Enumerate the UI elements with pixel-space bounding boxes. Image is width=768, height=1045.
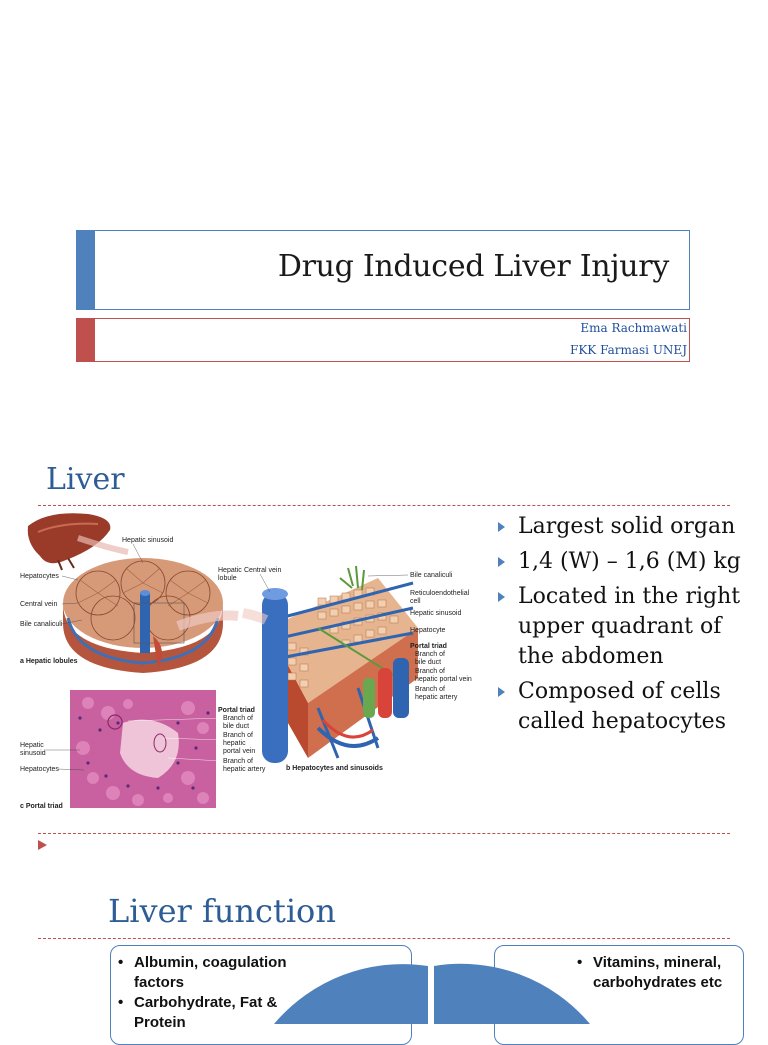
label-portal-triad-b: Portal triad [410, 643, 447, 650]
label-bile-canaliculi-a: Bile canaliculi [20, 621, 63, 628]
slide-title: Drug Induced Liver Injury [277, 249, 669, 284]
label-branch-portal-b-2: hepatic portal vein [415, 676, 472, 683]
bullet-text: Composed of cells called hepatocytes [518, 679, 726, 734]
label-central-vein-a: Central vein [20, 601, 57, 608]
author-affiliation: FKK Farmasi UNEJ [570, 343, 687, 357]
divider-bottom [38, 833, 730, 834]
label-central-vein-b: Central vein [244, 567, 281, 574]
author-name: Ema Rachmawati [580, 321, 687, 335]
liver-heading: Liver [46, 462, 125, 497]
label-c-branch-bile-2: bile duct [223, 723, 249, 730]
label-c-hepatic-1: Hepatic [20, 742, 44, 749]
triangle-bullet-icon [498, 687, 505, 697]
label-branch-bile-b-1: Branch of [415, 651, 445, 658]
liver-facts-list: Largest solid organ 1,4 (W) – 1,6 (M) kg… [496, 512, 758, 742]
function-text: Albumin, coagulation factors [134, 954, 287, 991]
label-c-branch-bile-1: Branch of [223, 715, 253, 722]
label-hepatocyte-b: Hepatocyte [410, 627, 446, 634]
label-hepatic-sinusoid: Hepatic sinusoid [122, 537, 173, 544]
divider-function [38, 938, 730, 939]
bullet-dot-icon: • [577, 954, 583, 971]
list-item: • Albumin, coagulation factors [116, 953, 316, 993]
list-item: Largest solid organ [496, 512, 758, 542]
bullet-dot-icon: • [118, 994, 124, 1011]
label-c-branch-portal-3: portal vein [223, 748, 255, 755]
label-reticuloendothelial-1: Reticuloendothelial [410, 590, 470, 597]
subtitle-box: Ema Rachmawati FKK Farmasi UNEJ [76, 318, 690, 362]
label-hepatic-lobule-1: Hepatic [218, 567, 242, 574]
list-item: Composed of cells called hepatocytes [496, 677, 758, 737]
label-c-branch-artery-1: Branch of [223, 758, 253, 765]
bullet-text: Located in the right upper quadrant of t… [518, 584, 741, 669]
list-item: • Carbohydrate, Fat & Protein [116, 993, 316, 1033]
panel-a-caption: a Hepatic lobules [20, 658, 78, 665]
function-text: Vitamins, mineral, carbohydrates etc [593, 954, 723, 991]
function-list-left: • Albumin, coagulation factors • Carbohydr… [116, 953, 316, 1033]
bullet-text: 1,4 (W) – 1,6 (M) kg [518, 549, 741, 574]
panel-c-caption: c Portal triad [20, 803, 63, 810]
label-portal-triad-c: Portal triad [218, 707, 255, 714]
subtitle-accent-bar [77, 319, 95, 361]
triangle-bullet-icon [498, 522, 505, 532]
panel-b-caption: b Hepatocytes and sinusoids [286, 765, 383, 772]
function-list-right: • Vitamins, mineral, carbohydrates etc [575, 953, 745, 993]
label-bile-canaliculi-b: Bile canaliculi [410, 572, 453, 579]
liver-function-heading: Liver function [108, 892, 336, 930]
label-c-branch-portal-1: Branch of [223, 732, 253, 739]
play-triangle-icon[interactable] [38, 840, 47, 850]
bullet-dot-icon: • [118, 954, 124, 971]
label-c-branch-portal-2: hepatic [223, 740, 246, 747]
bullet-text: Largest solid organ [518, 514, 736, 539]
label-c-hepatocytes: Hepatocytes [20, 766, 59, 773]
label-branch-portal-b-1: Branch of [415, 668, 445, 675]
triangle-bullet-icon [498, 557, 505, 567]
function-text: Carbohydrate, Fat & Protein [134, 994, 278, 1031]
triangle-bullet-icon [498, 592, 505, 602]
label-c-branch-artery-2: hepatic artery [223, 766, 266, 773]
label-branch-artery-b-2: hepatic artery [415, 694, 458, 701]
label-hepatic-sinusoid-b: Hepatic sinusoid [410, 610, 461, 617]
list-item: Located in the right upper quadrant of t… [496, 582, 758, 672]
label-hepatic-lobule-2: lobule [218, 575, 237, 582]
label-reticuloendothelial-2: cell [410, 598, 421, 605]
title-accent-bar [77, 231, 95, 309]
label-branch-artery-b-1: Branch of [415, 686, 445, 693]
list-item: 1,4 (W) – 1,6 (M) kg [496, 547, 758, 577]
divider-top [38, 505, 730, 506]
label-c-hepatic-2: sinusoid [20, 750, 46, 757]
liver-anatomy-figure: Hepatic sinusoid Hepatocytes Hepatic lob… [20, 513, 472, 810]
title-box: Drug Induced Liver Injury [76, 230, 690, 310]
label-hepatocytes-a: Hepatocytes [20, 573, 59, 580]
list-item: • Vitamins, mineral, carbohydrates etc [575, 953, 745, 993]
label-branch-bile-b-2: bile duct [415, 659, 441, 666]
